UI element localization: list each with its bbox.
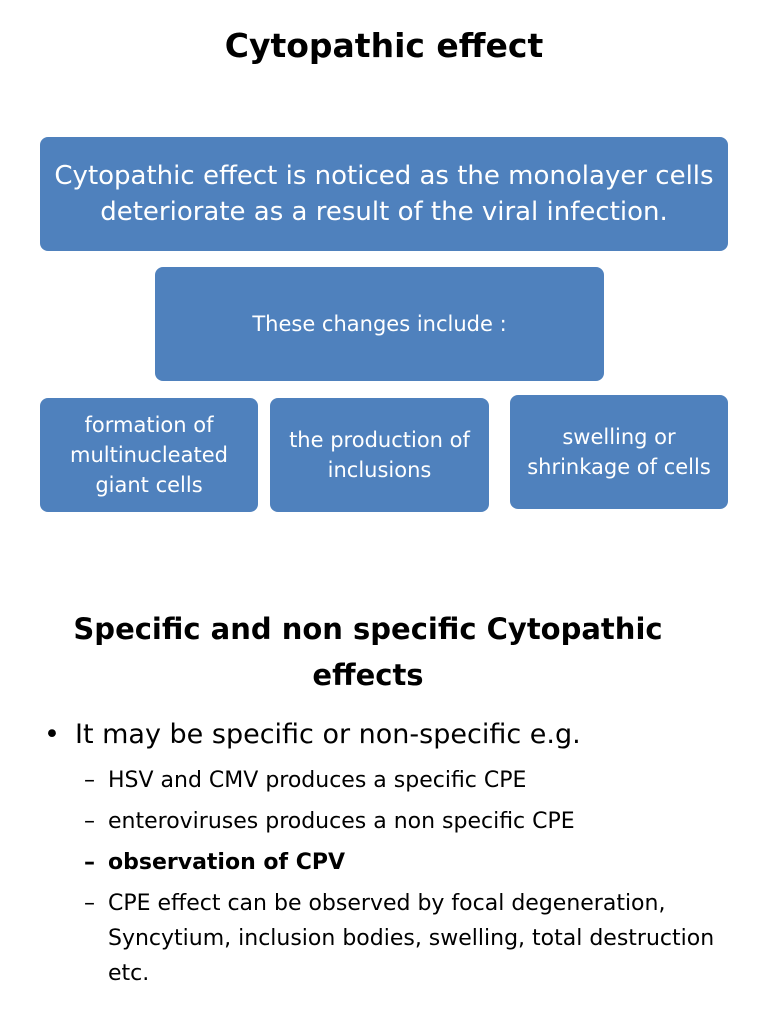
section-title: Specific and non specific Cytopathic eff… xyxy=(73,612,663,692)
bullet-text: It may be specific or non-specific e.g. xyxy=(75,719,581,750)
diagram-mid-text: These changes include : xyxy=(252,312,507,336)
sub-item-dash: – xyxy=(84,768,95,793)
sub-item-dash: – xyxy=(84,891,95,916)
diagram-leaf-box: the production of inclusions xyxy=(270,398,489,512)
sub-item: – enteroviruses produces a non specific … xyxy=(84,804,744,839)
diagram-leaf-text: formation of multinucleated giant cells xyxy=(70,413,228,497)
sub-item-text: enteroviruses produces a non specific CP… xyxy=(108,809,575,834)
bullet-mark: • xyxy=(44,719,60,750)
diagram-leaf-text: swelling or shrinkage of cells xyxy=(527,425,711,479)
sub-item: – HSV and CMV produces a specific CPE xyxy=(84,763,744,798)
sub-item: – CPE effect can be observed by focal de… xyxy=(84,886,744,991)
diagram-mid-box: These changes include : xyxy=(155,267,604,381)
sub-item-text: HSV and CMV produces a specific CPE xyxy=(108,768,527,793)
sub-item-text: CPE effect can be observed by focal dege… xyxy=(108,891,715,986)
diagram-main-box: Cytopathic effect is noticed as the mono… xyxy=(40,137,728,251)
sub-item-dash: – xyxy=(84,850,95,875)
bullet-list: • It may be specific or non-specific e.g… xyxy=(44,713,744,991)
diagram-leaf-box: swelling or shrinkage of cells xyxy=(510,395,728,509)
sub-item: – observation of CPV xyxy=(84,845,744,880)
diagram-leaf-box: formation of multinucleated giant cells xyxy=(40,398,258,512)
sub-item-text: observation of CPV xyxy=(108,850,346,875)
diagram-leaf-text: the production of inclusions xyxy=(289,428,470,482)
diagram-main-text: Cytopathic effect is noticed as the mono… xyxy=(54,161,714,227)
bullet-item: • It may be specific or non-specific e.g… xyxy=(44,713,744,757)
page-title: Cytopathic effect xyxy=(224,26,544,65)
sub-item-dash: – xyxy=(84,809,95,834)
